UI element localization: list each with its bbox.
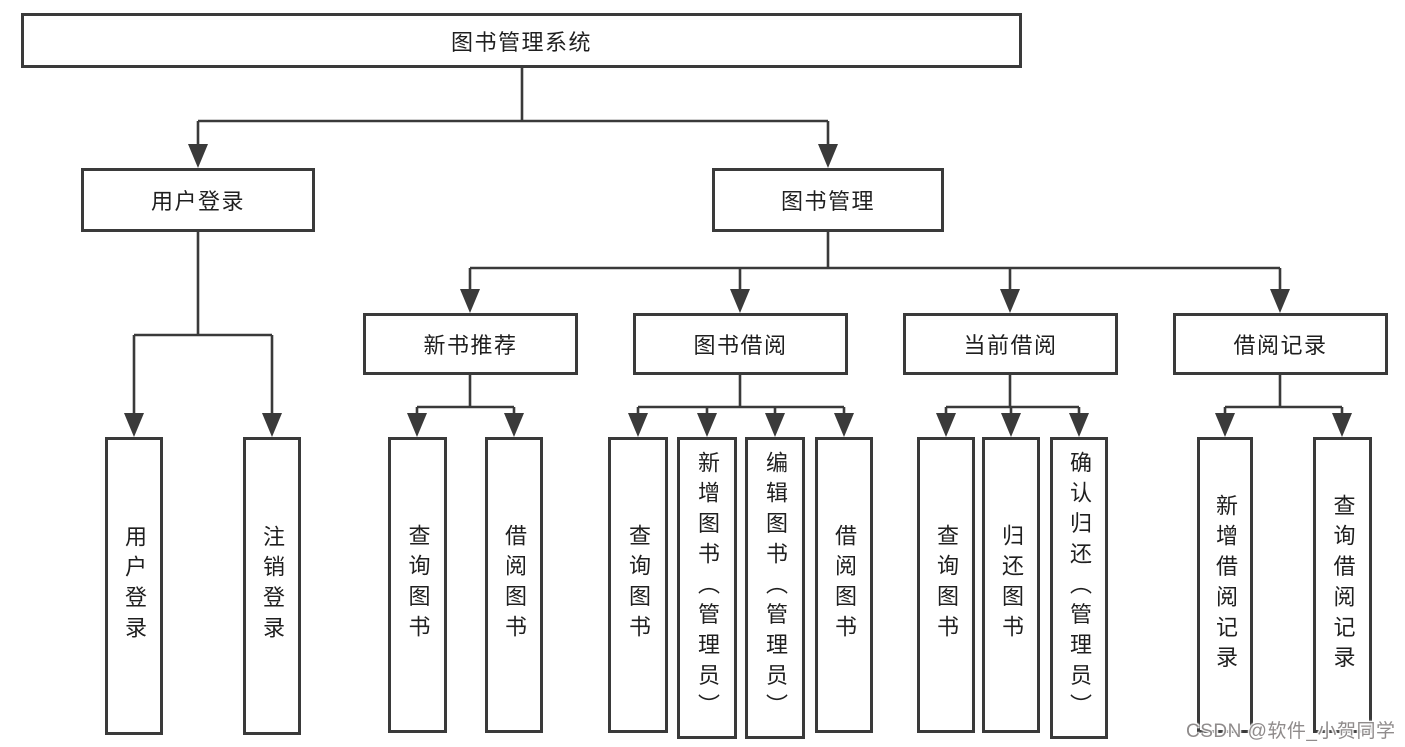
- leaf-user-login: 用户登录: [105, 437, 163, 735]
- node-label: 注销登录: [260, 525, 285, 647]
- node-label: 借阅图书: [502, 524, 527, 646]
- leaf-query-books-current: 查询图书: [917, 437, 975, 733]
- leaf-borrow-books-recommend: 借阅图书: [485, 437, 543, 733]
- node-label: 编辑图书（管理员）: [763, 451, 788, 725]
- leaf-query-borrow-record: 查询借阅记录: [1313, 437, 1372, 733]
- node-root-library-management-system: 图书管理系统: [21, 13, 1022, 68]
- node-label: 查询图书: [934, 524, 959, 646]
- leaf-return-books: 归还图书: [982, 437, 1040, 733]
- node-label: 用户登录: [150, 189, 245, 214]
- node-label: 借阅记录: [1233, 333, 1328, 358]
- leaf-confirm-return-admin: 确认归还（管理员）: [1050, 437, 1108, 739]
- leaf-edit-books-admin: 编辑图书（管理员）: [745, 437, 805, 739]
- node-label: 借阅图书: [832, 524, 857, 646]
- node-label: 新增借阅记录: [1213, 493, 1238, 677]
- node-label: 图书借阅: [693, 333, 788, 358]
- node-label: 新增图书（管理员）: [695, 451, 720, 725]
- arrowheads: [124, 144, 1352, 437]
- leaf-logout: 注销登录: [243, 437, 301, 735]
- node-label: 查询图书: [405, 524, 431, 646]
- node-label: 图书管理: [780, 189, 875, 214]
- node-book-management-branch: 图书管理: [712, 168, 944, 232]
- leaf-add-borrow-record: 新增借阅记录: [1197, 437, 1253, 733]
- node-new-book-recommendation: 新书推荐: [363, 313, 578, 375]
- node-label: 新书推荐: [423, 333, 518, 358]
- node-label: 确认归还（管理员）: [1067, 451, 1092, 725]
- node-label: 图书管理系统: [450, 29, 592, 55]
- node-current-borrowing: 当前借阅: [903, 313, 1118, 375]
- csdn-watermark: CSDN @软件_小贺同学: [1186, 721, 1396, 742]
- leaf-query-books-recommend: 查询图书: [388, 437, 447, 733]
- node-label: 查询借阅记录: [1330, 493, 1356, 677]
- node-label: 归还图书: [999, 524, 1024, 646]
- node-book-borrowing: 图书借阅: [633, 313, 848, 375]
- leaf-borrow-books: 借阅图书: [815, 437, 873, 733]
- node-borrowing-records: 借阅记录: [1173, 313, 1388, 375]
- node-user-login-branch: 用户登录: [81, 168, 315, 232]
- node-label: 当前借阅: [963, 333, 1058, 358]
- leaf-add-books-admin: 新增图书（管理员）: [677, 437, 737, 739]
- tree-edges: [132, 68, 1344, 417]
- leaf-query-books-borrow: 查询图书: [608, 437, 668, 733]
- node-label: 用户登录: [122, 525, 147, 647]
- node-label: 查询图书: [626, 524, 651, 646]
